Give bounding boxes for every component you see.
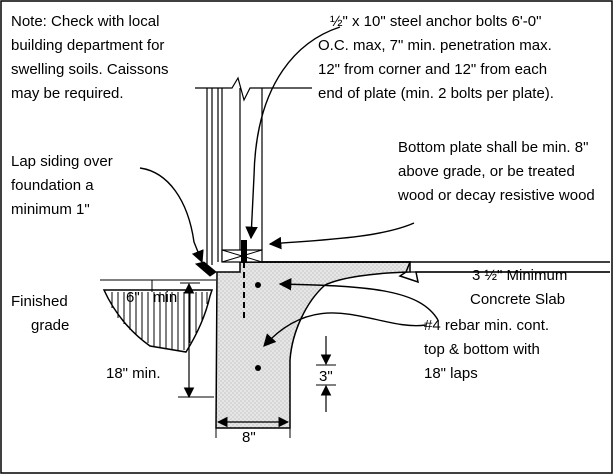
dim-depth <box>178 282 214 399</box>
note-lap-siding: Lap siding over foundation a minimum 1" <box>11 153 117 218</box>
rebar-top <box>255 282 261 288</box>
leader-lap-siding <box>139 167 204 264</box>
dim-label-footing-width: 8" <box>242 429 256 446</box>
leader-rebar-bottom <box>263 312 427 347</box>
note-general: Note: Check with local building departme… <box>11 13 173 102</box>
note-finished-grade: Finished grade <box>11 293 72 334</box>
leader-bottom-plate <box>268 222 415 250</box>
dim-label-above-grade-suffix: min <box>153 289 177 306</box>
note-rebar: #4 rebar min. cont. top & bottom with 18… <box>424 317 553 382</box>
anchor-bolt <box>241 240 247 318</box>
note-bottom-plate: Bottom plate shall be min. 8" above grad… <box>397 139 595 204</box>
concrete-foundation <box>215 261 411 429</box>
rebar-bottom <box>255 365 261 371</box>
lap-siding-edge <box>194 261 217 277</box>
dim-footing-width <box>215 404 291 438</box>
dim-label-above-grade: 6" <box>126 289 140 306</box>
dim-thickened-edge <box>316 336 336 412</box>
leader-rebar-top <box>278 277 439 321</box>
dim-above-grade <box>100 279 216 292</box>
leader-anchor-bolt <box>245 26 341 240</box>
note-slab: 3 ½" Minimum Concrete Slab <box>470 267 572 308</box>
dim-label-depth: 18" min. <box>106 365 161 382</box>
dim-label-thickened-edge: 3" <box>319 368 333 385</box>
note-anchor-bolts: ½" x 10" steel anchor bolts 6'-0" O.C. m… <box>318 13 556 102</box>
